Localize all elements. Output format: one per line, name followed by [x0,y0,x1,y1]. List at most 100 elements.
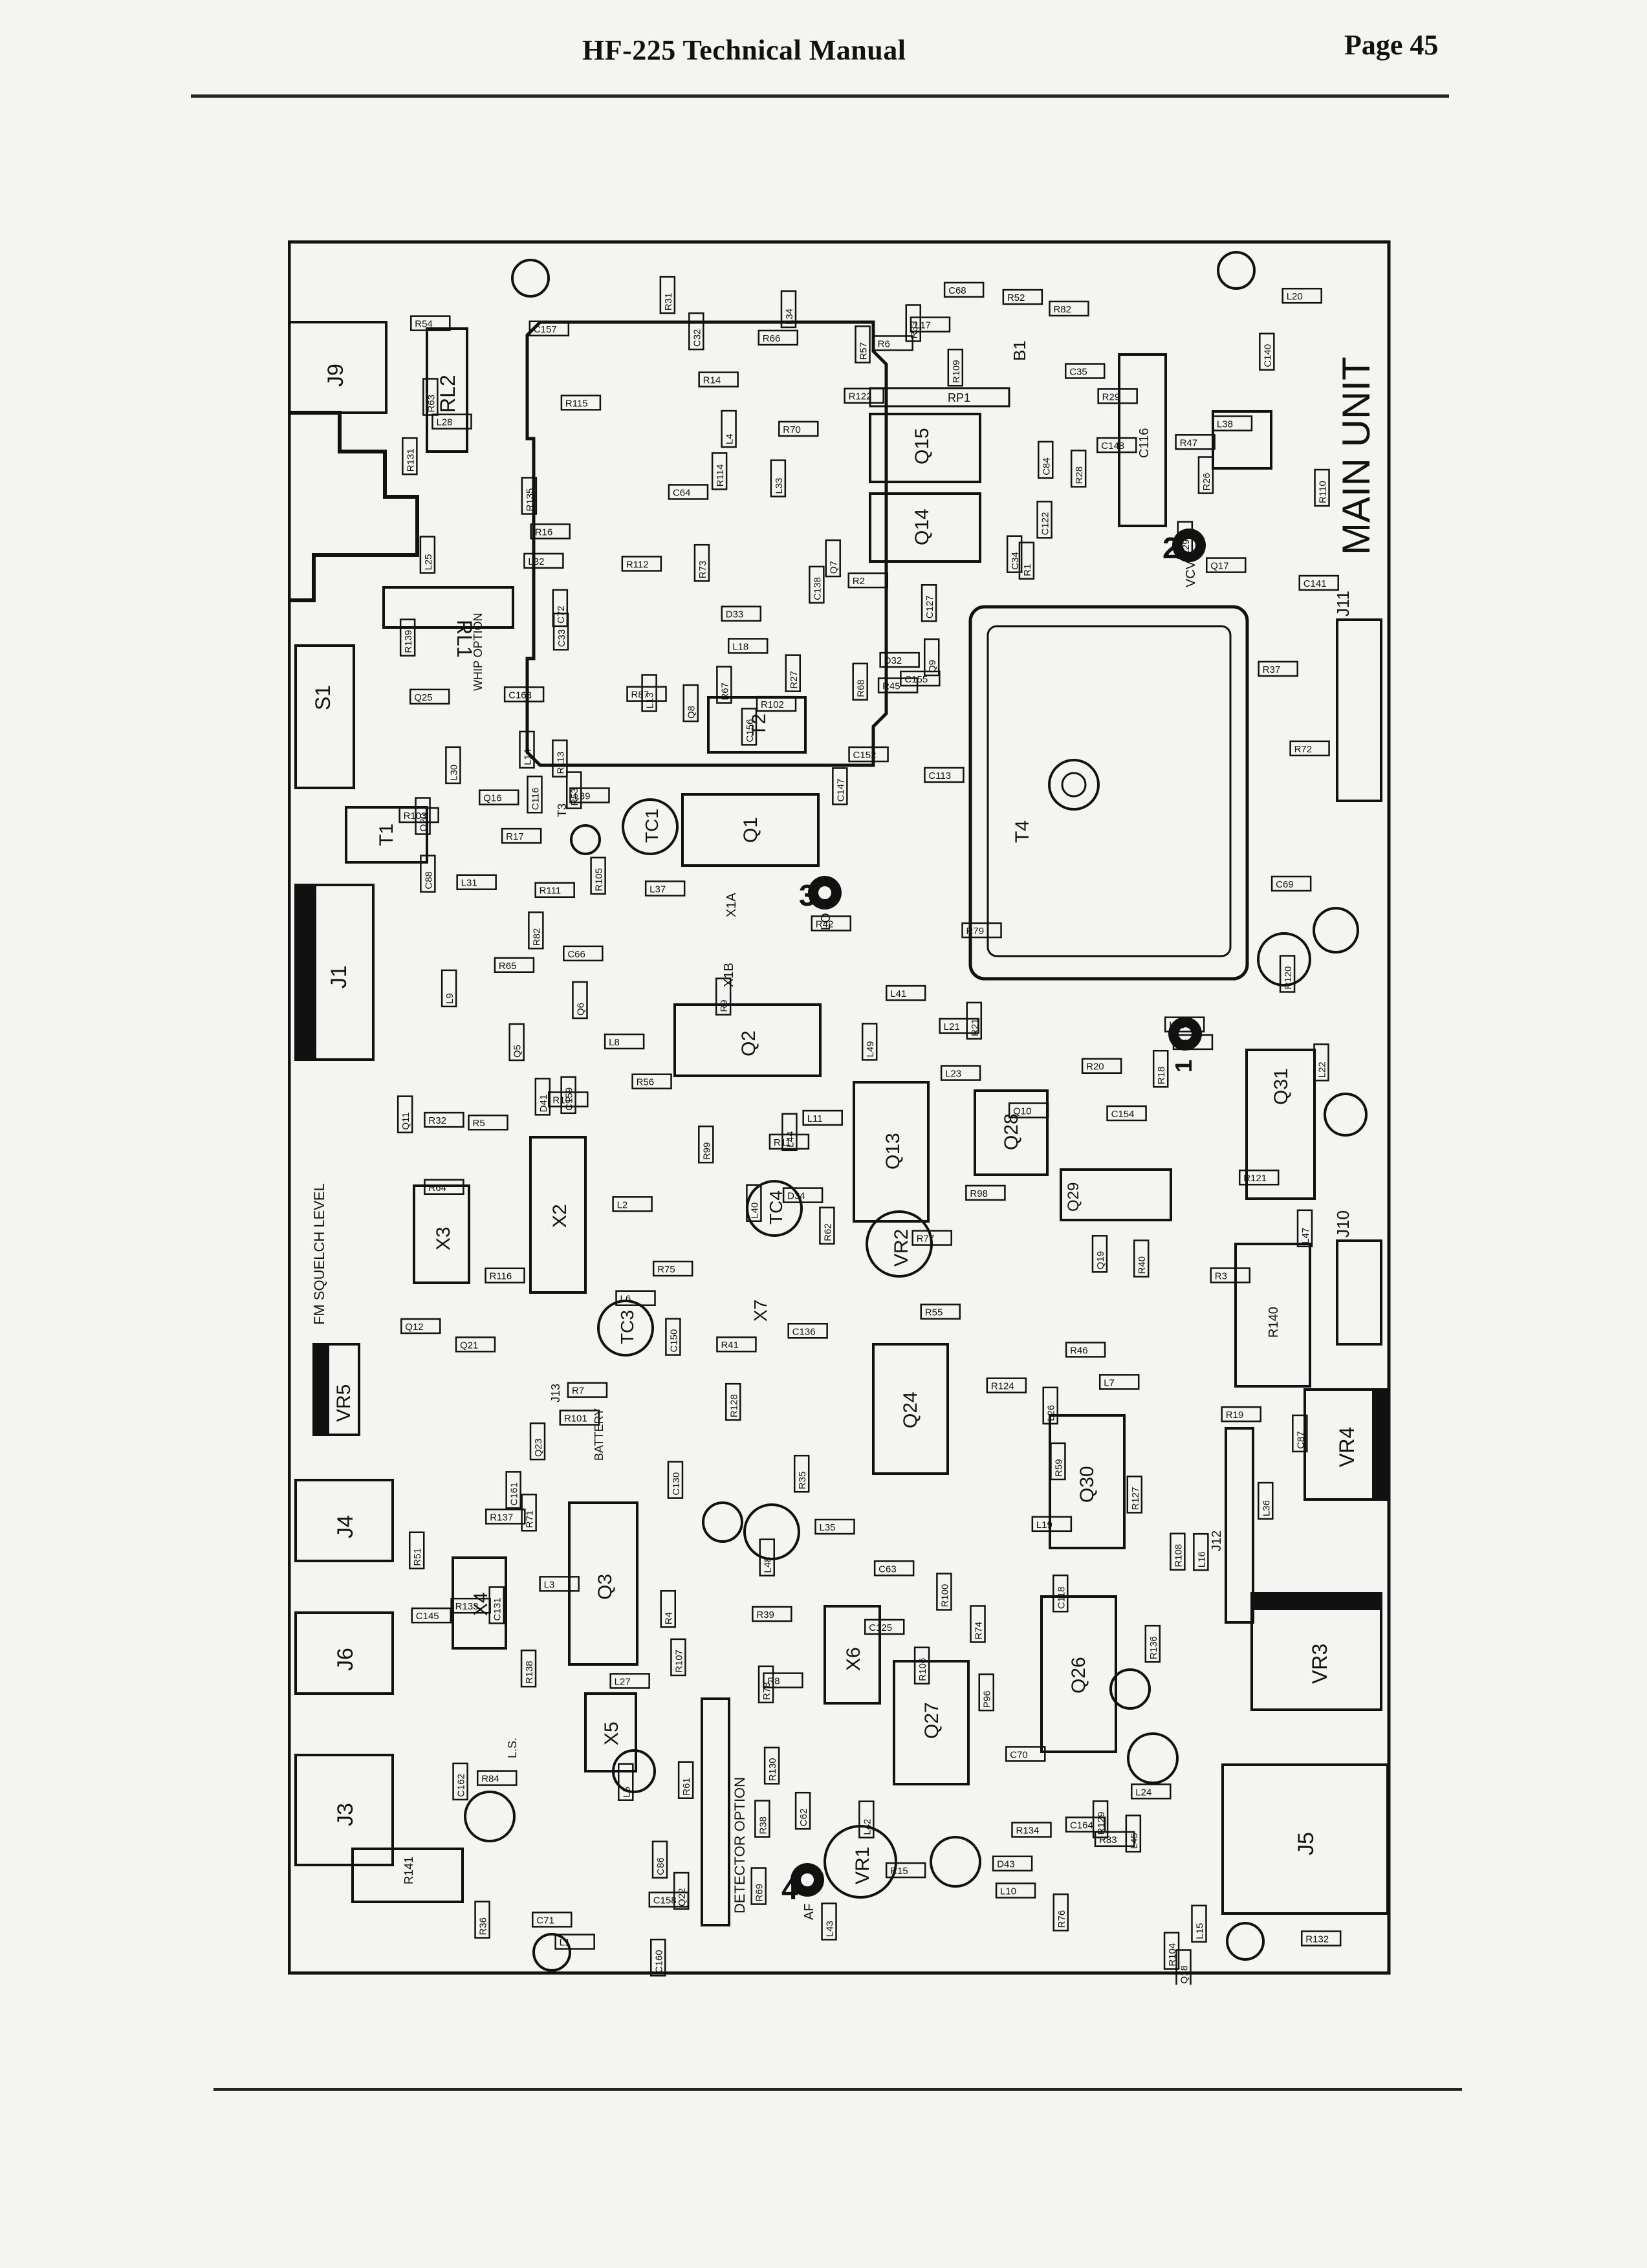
component-r17: R17 [501,827,542,844]
svg-text:C63: C63 [878,1564,897,1575]
svg-text:R131: R131 [405,448,416,472]
svg-text:L10: L10 [1000,1886,1016,1897]
component-l23: L23 [940,1065,981,1081]
component-r124: R124 [986,1377,1027,1393]
svg-text:R29: R29 [1102,391,1120,402]
svg-text:C72: C72 [556,605,567,624]
svg-text:L49: L49 [865,1041,876,1057]
svg-text:R111: R111 [540,886,562,897]
svg-text:L31: L31 [461,878,477,889]
svg-text:C71: C71 [536,1915,554,1926]
r140-label: R140 [1267,1307,1281,1338]
svg-text:R7: R7 [572,1386,584,1397]
svg-text:L41: L41 [890,988,906,999]
component-l14: L14 [519,730,535,769]
component-q19: Q19 [1091,1235,1108,1273]
svg-text:R121: R121 [1243,1173,1267,1184]
q31-outline [1245,1049,1316,1200]
svg-text:R26: R26 [1201,473,1212,491]
component-r7: R7 [567,1382,608,1398]
component-l20: L20 [1282,287,1322,304]
svg-text:C163: C163 [508,690,532,701]
component-r62: R62 [819,1206,835,1245]
svg-text:C116: C116 [530,787,541,810]
svg-text:C125: C125 [869,1622,892,1633]
component-l48: L48 [759,1538,775,1576]
svg-text:R130: R130 [767,1758,778,1782]
component-l26: L26 [1042,1386,1058,1425]
r141-outline [351,1848,464,1903]
svg-text:R33: R33 [909,321,920,339]
svg-text:L1: L1 [560,1937,571,1948]
svg-text:R53: R53 [569,788,580,806]
svg-text:R110: R110 [1318,481,1329,503]
svg-text:R62: R62 [822,1223,833,1241]
svg-text:C62: C62 [798,1809,809,1827]
svg-text:R68: R68 [856,679,867,697]
component-q5: Q5 [508,1023,525,1062]
component-l18: L18 [727,638,769,654]
svg-text:R113: R113 [555,752,566,774]
s1-label: S1 [311,685,334,710]
svg-text:R11: R11 [774,1137,791,1148]
component-r113: R113 [552,739,568,778]
component-r82: R82 [1049,300,1089,317]
component-c84: C84 [1038,441,1054,479]
svg-text:R72: R72 [1294,744,1313,755]
svg-text:R1: R1 [1022,564,1033,576]
component-r6: R6 [873,335,913,351]
q28-label: Q28 [1001,1113,1022,1150]
component-r3: R3 [1210,1267,1251,1283]
component-l8: L8 [604,1033,645,1050]
q25-outline [1212,410,1272,470]
component-l35: L35 [814,1518,855,1535]
component-l28: L28 [431,413,472,430]
svg-text:C88: C88 [423,871,434,889]
component-l47: L47 [1296,1209,1313,1248]
svg-text:C69: C69 [1276,879,1294,890]
r141-label: R141 [402,1857,415,1884]
svg-text:L42: L42 [862,1819,873,1835]
c86-capacitor [702,1501,743,1543]
svg-text:R45: R45 [882,681,900,692]
component-r71: R71 [521,1493,537,1532]
tc1-label: TC1 [642,809,662,843]
q28-outline [974,1089,1049,1176]
svg-text:Q25: Q25 [414,692,432,703]
component-r107: R107 [670,1638,686,1677]
rl2-label: RL2 [436,375,459,413]
svg-text:Q23: Q23 [533,1439,544,1457]
component-r47: R47 [1175,434,1216,450]
tp2-label: VCV [1184,560,1198,587]
component-c154: C154 [1106,1105,1147,1122]
t3-ring [570,824,601,855]
svg-text:R112: R112 [626,559,649,570]
component-r78: R78 [758,1665,774,1704]
component-l46: L46 [1164,1016,1205,1032]
svg-text:L32: L32 [528,556,544,567]
component-q7: Q7 [825,539,841,578]
component-l17: L17 [910,316,951,333]
j10-label: J10 [1333,1210,1353,1238]
component-r101: R101 [559,1410,600,1426]
svg-text:L38: L38 [1217,419,1233,430]
component-c163: C163 [503,686,545,703]
component-c140: C140 [1259,333,1275,371]
component-d43: D43 [992,1855,1033,1871]
component-r102: R102 [756,695,797,712]
svg-text:R19: R19 [1226,1410,1244,1421]
svg-text:Q9: Q9 [927,660,938,673]
component-c70: C70 [1005,1746,1046,1762]
test-point-3 [808,876,842,910]
component-r38: R38 [754,1800,770,1838]
svg-text:R84: R84 [481,1774,499,1785]
svg-text:R27: R27 [789,671,800,689]
rl1-label: RL1 [453,620,476,658]
c154-capacitor [464,1791,516,1842]
svg-text:Q12: Q12 [405,1322,423,1333]
svg-text:R82: R82 [531,928,542,946]
c157-capacitor [1324,1093,1368,1137]
component-r57: R57 [855,325,871,364]
svg-text:L35: L35 [820,1522,836,1533]
svg-text:R122: R122 [849,391,872,402]
